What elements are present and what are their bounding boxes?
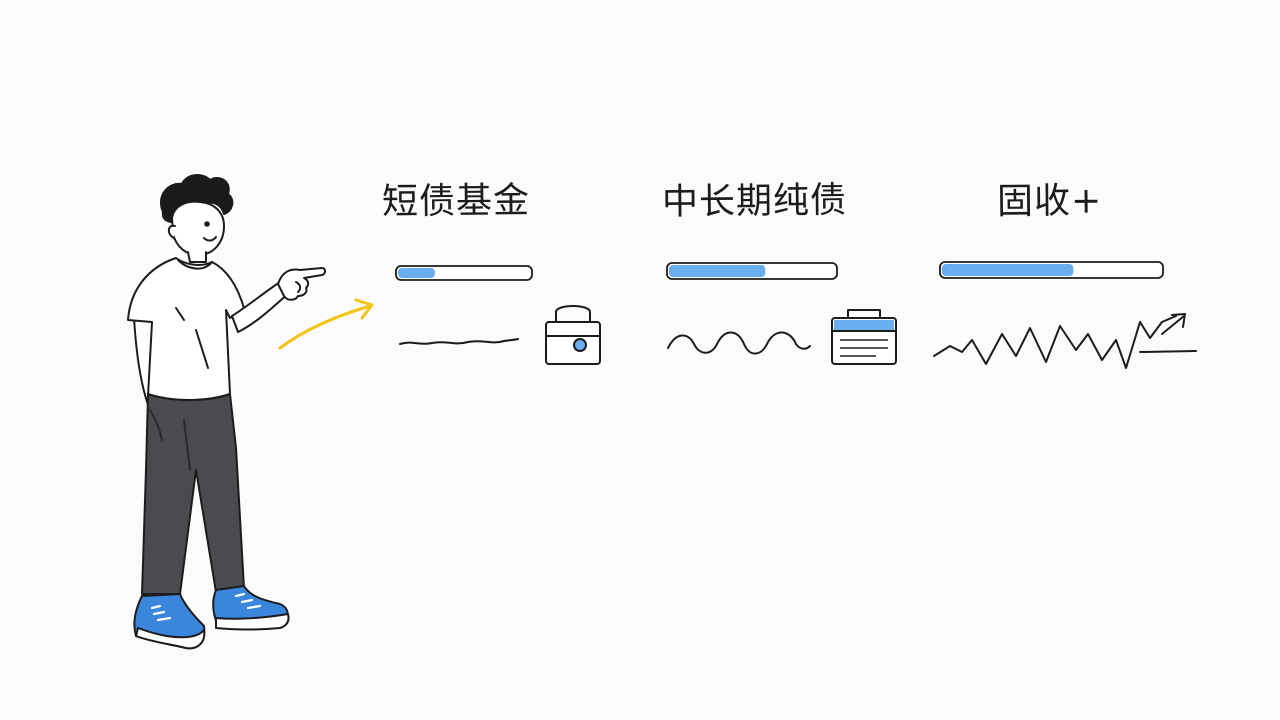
shirt-collar (177, 259, 213, 270)
pointing-hand (277, 267, 326, 301)
trend-up-arrow-icon (1161, 313, 1186, 335)
volatility-line-medium (667, 331, 811, 355)
lock-bag-icon (545, 305, 601, 365)
risk-bar-fill-1 (669, 265, 766, 277)
volatility-line-high (933, 315, 1177, 369)
head (171, 200, 225, 257)
risk-bar-fills (398, 264, 1074, 278)
shoe-right-sole (215, 613, 290, 631)
shoe-right-laces (234, 592, 262, 610)
pants-crease (183, 419, 191, 471)
finger-line (295, 281, 302, 293)
person-figure (127, 174, 326, 650)
volatility-line-low (399, 338, 519, 345)
pocket (149, 409, 163, 441)
ear (167, 224, 176, 239)
eye (204, 221, 210, 227)
shoe-left-laces (150, 604, 172, 622)
briefcase-icon (831, 309, 897, 365)
risk-bar-fill-2 (942, 264, 1074, 276)
baseline-high (1139, 350, 1197, 353)
pants (141, 393, 245, 595)
mouth (203, 236, 217, 242)
shirt-fold (175, 307, 185, 321)
neck (187, 251, 207, 263)
pointer-arrow (278, 298, 374, 350)
shirt-fold (195, 329, 209, 369)
risk-bar-fill-0 (398, 268, 435, 278)
shoe-left-sole (135, 627, 206, 650)
